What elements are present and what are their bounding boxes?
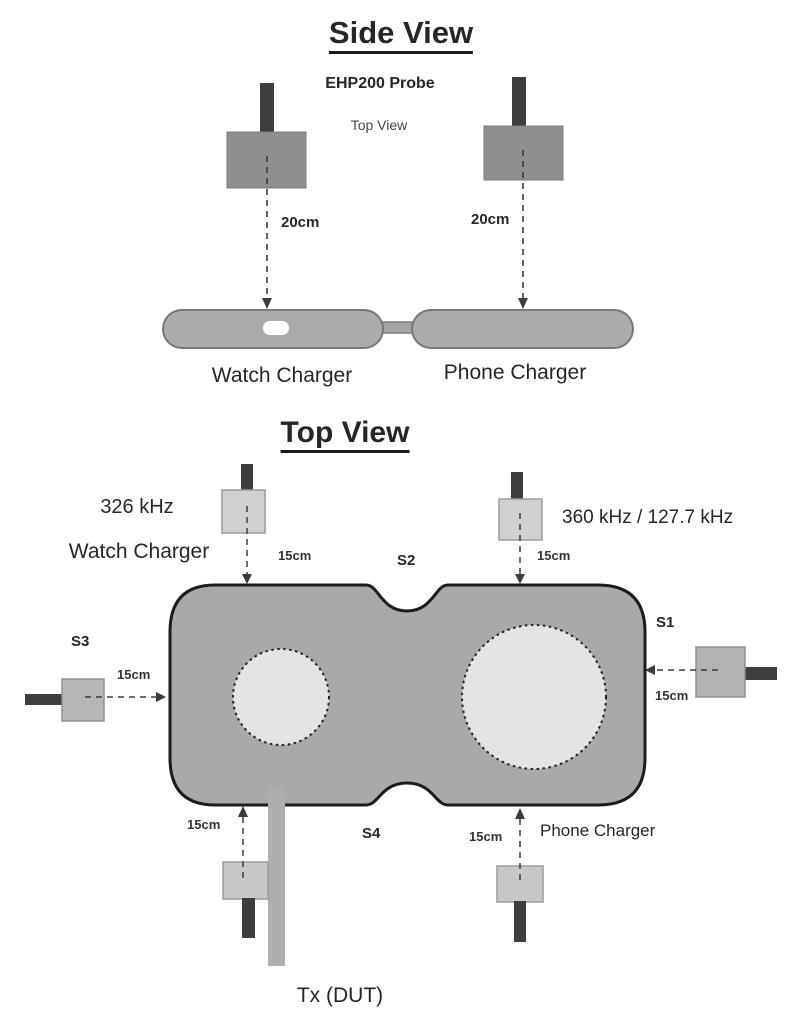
probe-top-view-sublabel: Top View [350, 117, 408, 133]
arrow-up-icon [515, 808, 525, 819]
probe-body-icon [221, 489, 266, 534]
probe-stem-icon [241, 464, 253, 492]
distance-20cm-right: 20cm [471, 211, 510, 228]
arrow-down-icon [515, 574, 525, 584]
probe-stem-icon [512, 77, 526, 129]
probe-stem-icon [25, 694, 65, 705]
probe-stem-icon [242, 898, 255, 938]
distance-15cm-bottom-right: 15cm [469, 829, 503, 844]
probe-body-icon [695, 646, 746, 698]
side-s1-label: S1 [656, 614, 675, 631]
distance-15cm-bottom-left: 15cm [187, 817, 221, 832]
probe-stem-icon [260, 83, 274, 135]
distance-20cm-left: 20cm [281, 214, 320, 231]
watch-charger-label-top: Watch Charger [68, 540, 210, 563]
probe-body-icon [61, 678, 105, 722]
probe-body-icon [496, 865, 544, 903]
arrow-down-icon [242, 574, 252, 584]
probe-stem-icon [741, 667, 777, 680]
arrow-down-icon [518, 298, 528, 309]
probe-body-icon [498, 498, 543, 541]
side-view-group [162, 77, 634, 349]
watch-frequency-label: 326 kHz [100, 496, 174, 518]
probe-body-icon [222, 861, 269, 900]
side-s4-label: S4 [362, 825, 381, 842]
phone-charger-label-top: Phone Charger [540, 821, 656, 840]
arrow-down-icon [262, 298, 272, 309]
watch-charger-label-side: Watch Charger [211, 364, 353, 387]
tx-dut-label: Tx (DUT) [296, 984, 384, 1007]
phone-coil [461, 624, 607, 770]
phone-frequency-label: 360 kHz / 127.7 kHz [562, 507, 734, 528]
probe-stem-icon [511, 472, 523, 500]
ehp200-probe-label: EHP200 Probe [325, 75, 435, 92]
distance-15cm-top-left: 15cm [278, 548, 312, 563]
arrow-up-icon [238, 806, 248, 817]
side-s3-label: S3 [71, 633, 90, 650]
probe-stem-icon [514, 901, 526, 942]
arrow-right-icon [156, 692, 166, 702]
side-view-title: Side View [328, 15, 474, 55]
watch-coil [232, 648, 330, 746]
top-view-title: Top View [280, 416, 410, 453]
pad-connector [380, 321, 416, 334]
side-s2-label: S2 [397, 552, 416, 569]
phone-charger-pad-side [411, 309, 634, 349]
tx-cable [268, 790, 285, 966]
arrow-left-icon [645, 665, 655, 675]
watch-slot [263, 321, 289, 335]
top-view-group [25, 464, 777, 966]
phone-charger-label-side: Phone Charger [443, 361, 587, 384]
distance-15cm-top-right: 15cm [537, 548, 571, 563]
distance-15cm-right: 15cm [655, 688, 689, 703]
distance-15cm-left: 15cm [117, 667, 151, 682]
